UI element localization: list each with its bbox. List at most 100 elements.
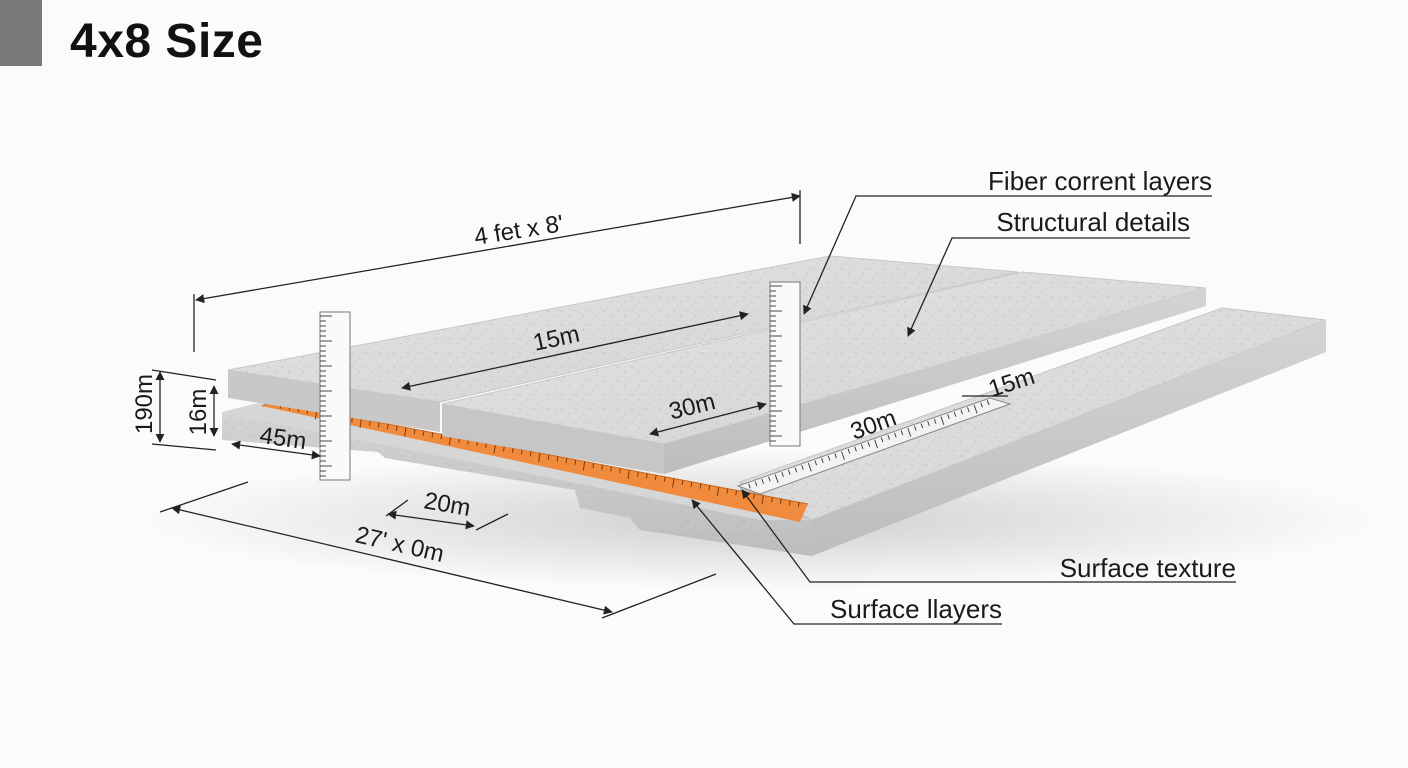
tape-tick — [574, 459, 577, 465]
tape-tick — [619, 468, 621, 474]
tape-tick — [395, 425, 398, 431]
tape-tick — [529, 451, 532, 457]
height-outer-label: 190m — [131, 374, 158, 434]
groove-left-line — [401, 311, 749, 391]
tape-tick — [645, 473, 648, 479]
tape-tick — [485, 442, 487, 448]
tape-tick — [556, 456, 559, 462]
tape-tick — [582, 461, 586, 471]
tape-tick — [351, 417, 353, 423]
steel-ruler-tick — [774, 474, 779, 484]
steel-ruler-tick — [821, 458, 824, 464]
structural-leader — [907, 237, 1190, 337]
steel-ruler-tick — [827, 455, 831, 461]
structural-callout: Structural details — [996, 207, 1190, 237]
bottom-gap-ext-left — [385, 499, 409, 517]
steel-ruler-tick — [913, 425, 917, 431]
steel-ruler-tick — [887, 434, 890, 440]
steel-ruler-tick — [894, 432, 897, 438]
overall-front-ext-right — [601, 573, 717, 619]
tape-tick — [788, 500, 791, 506]
steel-ruler-tick — [967, 407, 970, 413]
steel-ruler-tick — [867, 441, 871, 447]
steel-ruler-tick — [768, 476, 771, 482]
tape-tick — [404, 427, 407, 437]
steel-ruler-tick — [933, 418, 937, 424]
steel-ruler-tick — [754, 481, 758, 487]
overall-top-dimension-line — [195, 192, 801, 304]
tape-tick — [708, 485, 711, 491]
bottom-gap-line — [387, 510, 475, 530]
left-depth-line — [231, 440, 321, 460]
tape-tick — [771, 497, 773, 503]
steel-ruler-tick — [854, 446, 857, 452]
steel-ruler-tick — [834, 453, 837, 459]
tape-tick — [440, 434, 443, 440]
steel-ruler-tick — [841, 451, 845, 460]
texture-leader — [741, 489, 1236, 583]
groove-right-line — [649, 401, 767, 437]
tape-tick — [377, 422, 380, 428]
title-accent-block — [0, 0, 42, 66]
bottom-gap-ext-right — [475, 513, 509, 531]
layers-leader — [691, 499, 1002, 625]
steel-ruler-tick — [814, 460, 818, 466]
steel-ruler-tick — [761, 478, 764, 484]
steel-ruler-tick — [927, 421, 930, 427]
tape-tick — [681, 480, 684, 486]
texture-callout: Surface texture — [1060, 553, 1236, 583]
steel-ruler-tick — [748, 483, 751, 489]
overall-front-dimension-line — [171, 505, 613, 615]
steel-ruler-tick — [940, 416, 945, 426]
steel-ruler-tick — [986, 400, 990, 406]
steel-ruler-tick — [874, 439, 879, 449]
height-outer-ext-top — [151, 369, 217, 381]
height-inner-label: 16m — [185, 389, 212, 436]
tape-tick — [601, 464, 604, 470]
height-outer-ext-bottom — [151, 443, 217, 451]
steel-ruler-tick — [847, 448, 851, 454]
steel-ruler-tick — [947, 414, 950, 420]
steel-ruler-tick — [880, 437, 884, 443]
tape-tick — [610, 466, 612, 472]
tape-tick — [538, 452, 541, 462]
tape-tick — [547, 454, 550, 460]
tape-tick — [672, 478, 675, 488]
tape-tick — [627, 469, 630, 479]
tape-tick — [637, 471, 639, 477]
left-depth-label: 45m — [258, 422, 308, 455]
tape-tick — [726, 488, 729, 494]
steel-ruler-tick — [807, 462, 812, 472]
steel-ruler-tick — [787, 469, 791, 475]
tape-tick — [797, 502, 800, 508]
tape-tick — [654, 475, 657, 481]
fiber-leader — [803, 195, 1212, 315]
steel-ruler-tick — [794, 467, 798, 473]
tape-tick — [592, 463, 595, 469]
steel-ruler-tick — [973, 404, 978, 414]
steel-ruler-tick — [781, 471, 784, 477]
steel-ruler-tick — [900, 430, 904, 436]
tape-tick — [359, 418, 362, 428]
steel-ruler-tick — [920, 423, 924, 429]
page-title: 4x8 Size — [70, 15, 264, 68]
tape-tick — [699, 483, 702, 489]
steel-ruler-tick — [907, 427, 912, 437]
tape-tick — [493, 444, 496, 454]
steel-ruler — [736, 397, 1012, 495]
overall-front-ext-left — [159, 481, 249, 513]
tape-tick — [386, 424, 389, 430]
tape-tick — [735, 490, 738, 496]
tape-tick — [663, 476, 666, 482]
tape-tick — [761, 495, 764, 505]
fiber-callout: Fiber corrent layers — [988, 166, 1212, 196]
vertical-ruler-left — [319, 311, 351, 481]
tape-tick — [779, 498, 782, 504]
tape-tick — [716, 486, 720, 496]
steel-ruler-tick — [953, 411, 957, 417]
vertical-ruler-right — [769, 281, 801, 447]
tape-tick — [565, 458, 568, 464]
steel-ruler-tick — [960, 409, 963, 415]
steel-ruler-tick — [860, 444, 864, 450]
tape-tick — [511, 447, 514, 453]
